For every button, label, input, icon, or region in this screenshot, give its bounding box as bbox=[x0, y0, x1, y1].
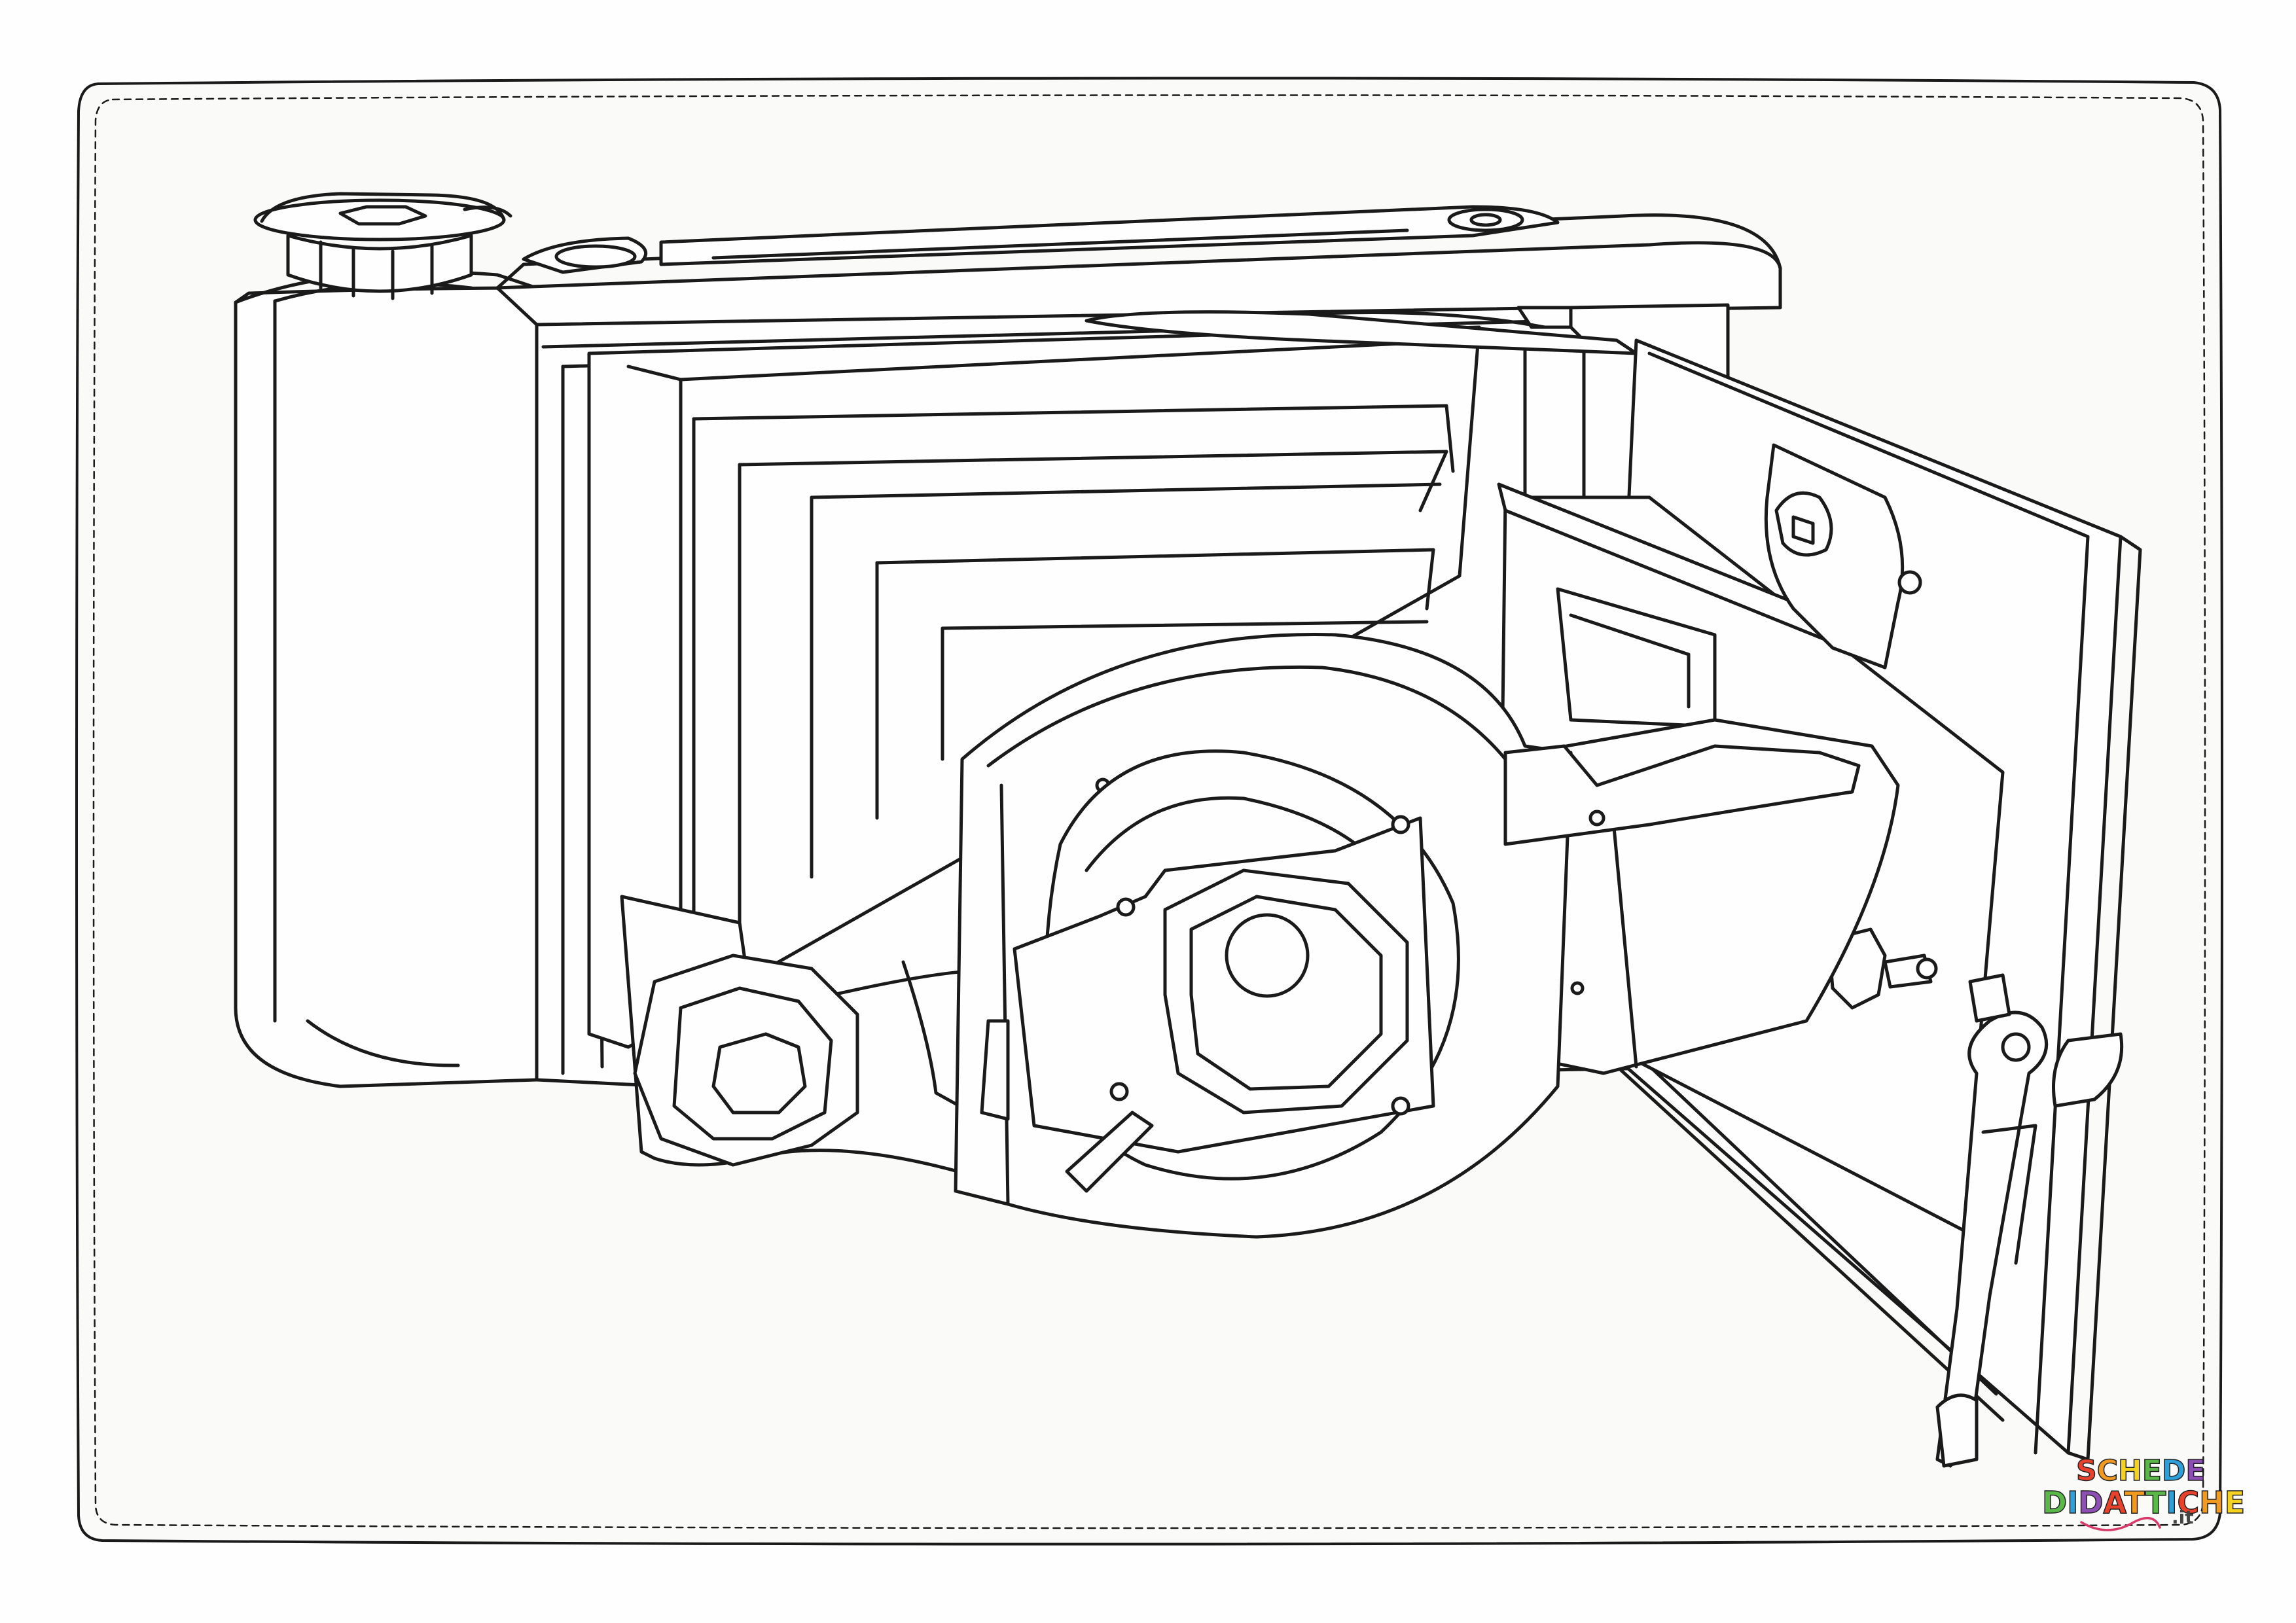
logo-letter: D bbox=[2078, 1485, 2103, 1520]
film-roll-housing bbox=[234, 270, 539, 1088]
svg-text:DIDATTICHE: DIDATTICHE bbox=[2042, 1485, 2245, 1520]
logo-letter: H bbox=[2118, 1454, 2142, 1488]
logo-letter: D bbox=[2042, 1485, 2067, 1520]
schede-didattiche-logo: SCHEDE DIDATTICHE .it bbox=[2041, 1454, 2246, 1531]
logo-letter: E bbox=[2142, 1454, 2162, 1488]
logo-line1: SCHEDE bbox=[2075, 1454, 2206, 1488]
winding-knob bbox=[253, 192, 512, 300]
logo-suffix: .it bbox=[2172, 1507, 2194, 1528]
logo-letter: E bbox=[2185, 1454, 2205, 1488]
logo-line2: DIDATTICHE bbox=[2041, 1484, 2246, 1521]
logo-letter: S bbox=[2076, 1454, 2097, 1488]
bellows bbox=[587, 325, 1481, 1049]
logo-letter: C bbox=[2177, 1485, 2199, 1520]
svg-text:SCHEDE: SCHEDE bbox=[2076, 1454, 2205, 1488]
logo-letter: E bbox=[2225, 1485, 2245, 1520]
side-clip bbox=[1968, 973, 2011, 1023]
logo-letter: I bbox=[2166, 1485, 2177, 1520]
left-bracket bbox=[620, 895, 1023, 1193]
logo-squiggle bbox=[2080, 1516, 2161, 1531]
logo-letter: T bbox=[2125, 1485, 2145, 1520]
camera-top-plate bbox=[495, 205, 1782, 327]
stitched-border bbox=[92, 94, 2206, 1529]
shutter-housing bbox=[954, 633, 1573, 1239]
logo-letter: D bbox=[2162, 1454, 2186, 1488]
logo-letter: T bbox=[2145, 1485, 2166, 1520]
logo-letter: A bbox=[2104, 1485, 2127, 1520]
hinge-arm bbox=[1935, 1010, 2124, 1468]
camera-drawing bbox=[234, 192, 2142, 1468]
latch-plate bbox=[1764, 443, 1922, 669]
bracket-arm-right bbox=[1503, 744, 1861, 846]
strut-arm bbox=[1085, 306, 1638, 355]
logo-letter: I bbox=[2067, 1485, 2078, 1520]
logo-letter: C bbox=[2097, 1454, 2118, 1488]
logo-letter: H bbox=[2199, 1485, 2225, 1520]
